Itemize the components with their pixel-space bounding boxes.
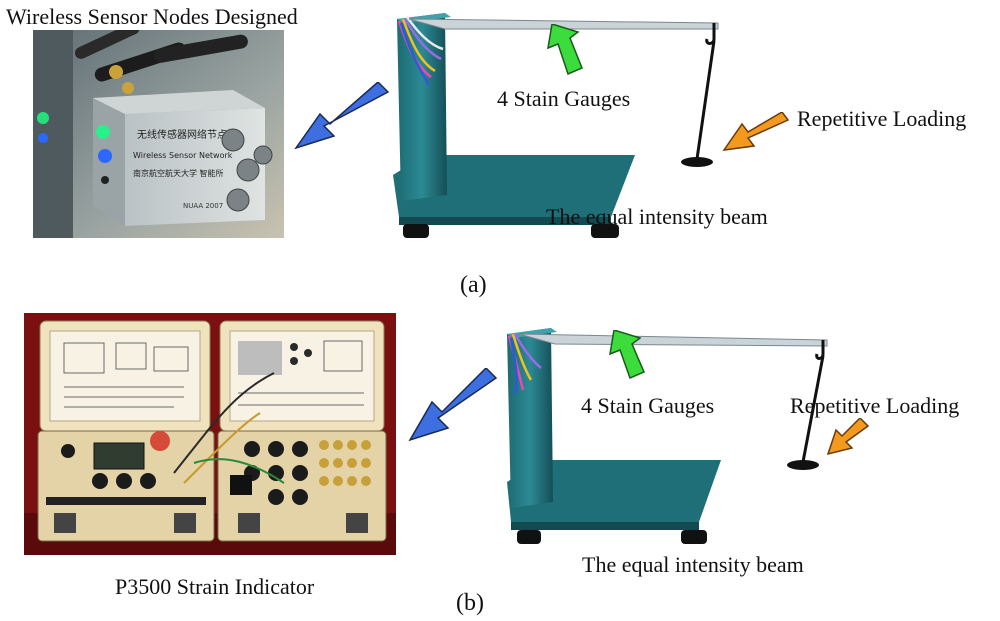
node-box-model: NUAA 2007 xyxy=(183,202,223,210)
blue-arrow-a xyxy=(294,82,390,150)
beam-label-b: The equal intensity beam xyxy=(582,552,804,577)
orange-arrow-b xyxy=(826,418,870,456)
orange-arrow-a xyxy=(722,112,790,151)
panel-label-b: (b) xyxy=(456,590,484,616)
node-box-en-title: Wireless Sensor Network xyxy=(133,151,233,160)
panel-label-a: (a) xyxy=(460,272,487,298)
strain-indicator-photo xyxy=(24,313,396,555)
wireless-node-caption: Wireless Sensor Nodes Designed xyxy=(6,4,298,29)
gauges-label-a: 4 Stain Gauges xyxy=(497,86,631,111)
gauges-label-b: 4 Stain Gauges xyxy=(581,393,715,418)
wireless-node-photo: 无线传感器网络节点 Wireless Sensor Network 南京航空航天… xyxy=(33,30,284,238)
node-box-cn-org: 南京航空航天大学 智能所 xyxy=(133,168,224,178)
loading-label-a: Repetitive Loading xyxy=(797,106,967,131)
node-box-cn-title: 无线传感器网络节点 xyxy=(137,128,227,141)
loading-label-b: Repetitive Loading xyxy=(790,393,960,418)
beam-scene-a xyxy=(393,13,719,238)
green-arrow-b xyxy=(609,330,645,380)
green-arrow-a xyxy=(547,24,583,76)
beam-scene-b xyxy=(507,328,828,544)
strain-indicator-caption: P3500 Strain Indicator xyxy=(115,574,315,599)
beam-label-a: The equal intensity beam xyxy=(546,204,768,229)
blue-arrow-b xyxy=(408,368,498,442)
